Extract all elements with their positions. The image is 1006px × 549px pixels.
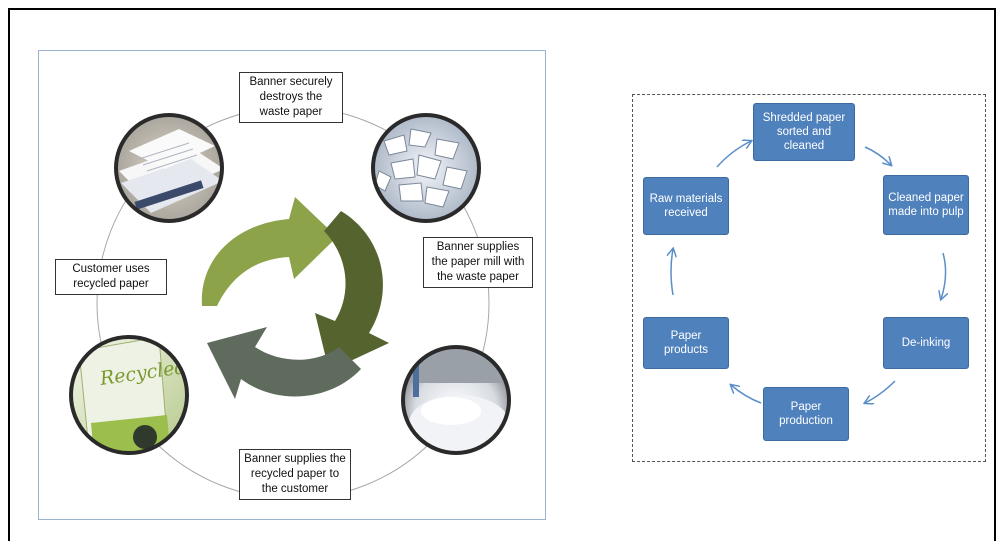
- arrow-raw-to-sorted: [716, 141, 751, 168]
- node-pulp: Cleaned paper made into pulp: [883, 175, 969, 235]
- caption-customer-uses: Customer uses recycled paper: [55, 259, 167, 295]
- recycle-arrows-icon: [201, 197, 389, 399]
- cycle-arrows: [633, 95, 987, 463]
- node-production: Paper production: [763, 387, 849, 441]
- caption-supply-mill: Banner supplies the paper mill with the …: [423, 237, 533, 288]
- caption-destroy: Banner securely destroys the waste paper: [239, 72, 343, 123]
- shredded-paper-photo: [371, 113, 481, 223]
- paper-process-cycle-panel: Shredded paper sorted and cleaned Cleane…: [632, 94, 986, 462]
- arrow-deink-to-production: [865, 380, 896, 403]
- arrow-production-to-products: [731, 385, 762, 404]
- office-paper-pile-photo: [114, 113, 224, 223]
- recycling-cycle-panel: Recycled Banner securely destroys the wa…: [38, 50, 546, 520]
- node-raw: Raw materials received: [643, 177, 729, 235]
- arrow-products-to-raw: [671, 249, 673, 296]
- recycling-cycle-graphic: Recycled: [69, 106, 511, 500]
- arrow-sorted-to-pulp: [864, 146, 891, 165]
- caption-supply-customer: Banner supplies the recycled paper to th…: [239, 449, 351, 500]
- shredded-paper-warehouse-photo: [401, 345, 511, 455]
- node-deink: De-inking: [883, 317, 969, 369]
- node-products: Paper products: [643, 317, 729, 369]
- recycled-paper-ream-photo: Recycled: [69, 335, 189, 455]
- arrow-pulp-to-deink: [941, 252, 946, 299]
- node-sorted: Shredded paper sorted and cleaned: [753, 103, 855, 161]
- page-frame: [8, 8, 996, 541]
